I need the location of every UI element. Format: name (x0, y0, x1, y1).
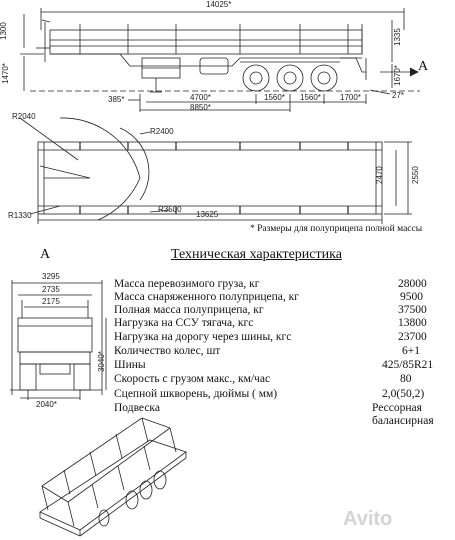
dim-end-3295: 3295 (42, 272, 60, 281)
dim-right-height: 1335 (393, 28, 402, 46)
spec-value: 80 (400, 373, 412, 385)
spec-label: Полная масса полуприцепа, кг (114, 304, 264, 316)
spec-value: 6+1 (402, 345, 420, 357)
dim-kingpin-offset: 385* (108, 95, 125, 104)
dim-axle-spacing-1: 1560* (264, 93, 285, 102)
spec-value: Рессорная (372, 402, 422, 414)
dim-angle-27: 27* (392, 91, 405, 100)
dim-radius-2040: R2040 (12, 112, 36, 121)
spec-value: 9500 (400, 291, 423, 303)
spec-label: Количество колес, шт (114, 345, 221, 357)
dim-end-2735: 2735 (42, 285, 60, 294)
dim-end-3040: 3040* (97, 351, 106, 372)
dim-width-2550: 2550 (411, 166, 420, 184)
isometric-view (39, 417, 187, 537)
spec-label: Скорость с грузом макс., км/час (114, 373, 271, 385)
spec-label: Масса перевозимого груза, кг (114, 278, 260, 290)
dim-overall-length: 14025* (206, 0, 232, 9)
specs-title: Техническая характеристика (171, 247, 342, 262)
end-view-label: A (40, 247, 51, 262)
spec-value: 425/85R21 (382, 359, 434, 371)
footnote: * Размеры для полуприцепа полной массы (250, 224, 423, 234)
spec-label: Нагрузка на ССУ тягача, кгс (114, 317, 254, 329)
dim-end-2040: 2040* (36, 400, 57, 409)
spec-value: 23700 (398, 331, 427, 343)
spec-value: 37500 (398, 304, 427, 316)
dim-axle-spacing-2: 1560* (300, 93, 321, 102)
spec-label: Шины (114, 359, 146, 371)
end-view (10, 280, 107, 400)
top-view (19, 117, 412, 224)
spec-label: Масса снаряженного полуприцепа, кг (114, 291, 299, 303)
spec-value: 13800 (398, 317, 427, 329)
spec-label: Сцепной шкворень, дюймы ( мм) (114, 388, 278, 400)
dim-length-8850: 8850* (190, 103, 211, 112)
side-view (20, 8, 420, 112)
dim-radius-3500: R3500 (158, 205, 182, 214)
dim-length-4700: 4700* (190, 93, 211, 102)
dim-deck-height: 1300 (0, 22, 8, 40)
spec-value: балансирная (372, 415, 434, 427)
dim-end-2175: 2175 (42, 297, 60, 306)
dim-rear-overhang: 1700* (340, 93, 361, 102)
spec-label: Нагрузка на дорогу через шины, кгс (114, 331, 292, 343)
avito-watermark: Avito (343, 508, 393, 530)
view-arrow-label: A (418, 59, 429, 74)
dim-radius-2400: R2400 (150, 127, 174, 136)
spec-value: 28000 (398, 278, 427, 290)
dim-height-1670: 1670* (393, 65, 402, 86)
dim-frame-height: 1470* (1, 63, 10, 84)
spec-label: Подвеска (114, 402, 160, 414)
dim-width-2470: 2470 (375, 166, 384, 184)
dim-radius-1330: R1330 (8, 211, 32, 220)
dim-length-13625: 13625 (196, 210, 219, 219)
spec-value: 2,0(50,2) (382, 388, 425, 400)
